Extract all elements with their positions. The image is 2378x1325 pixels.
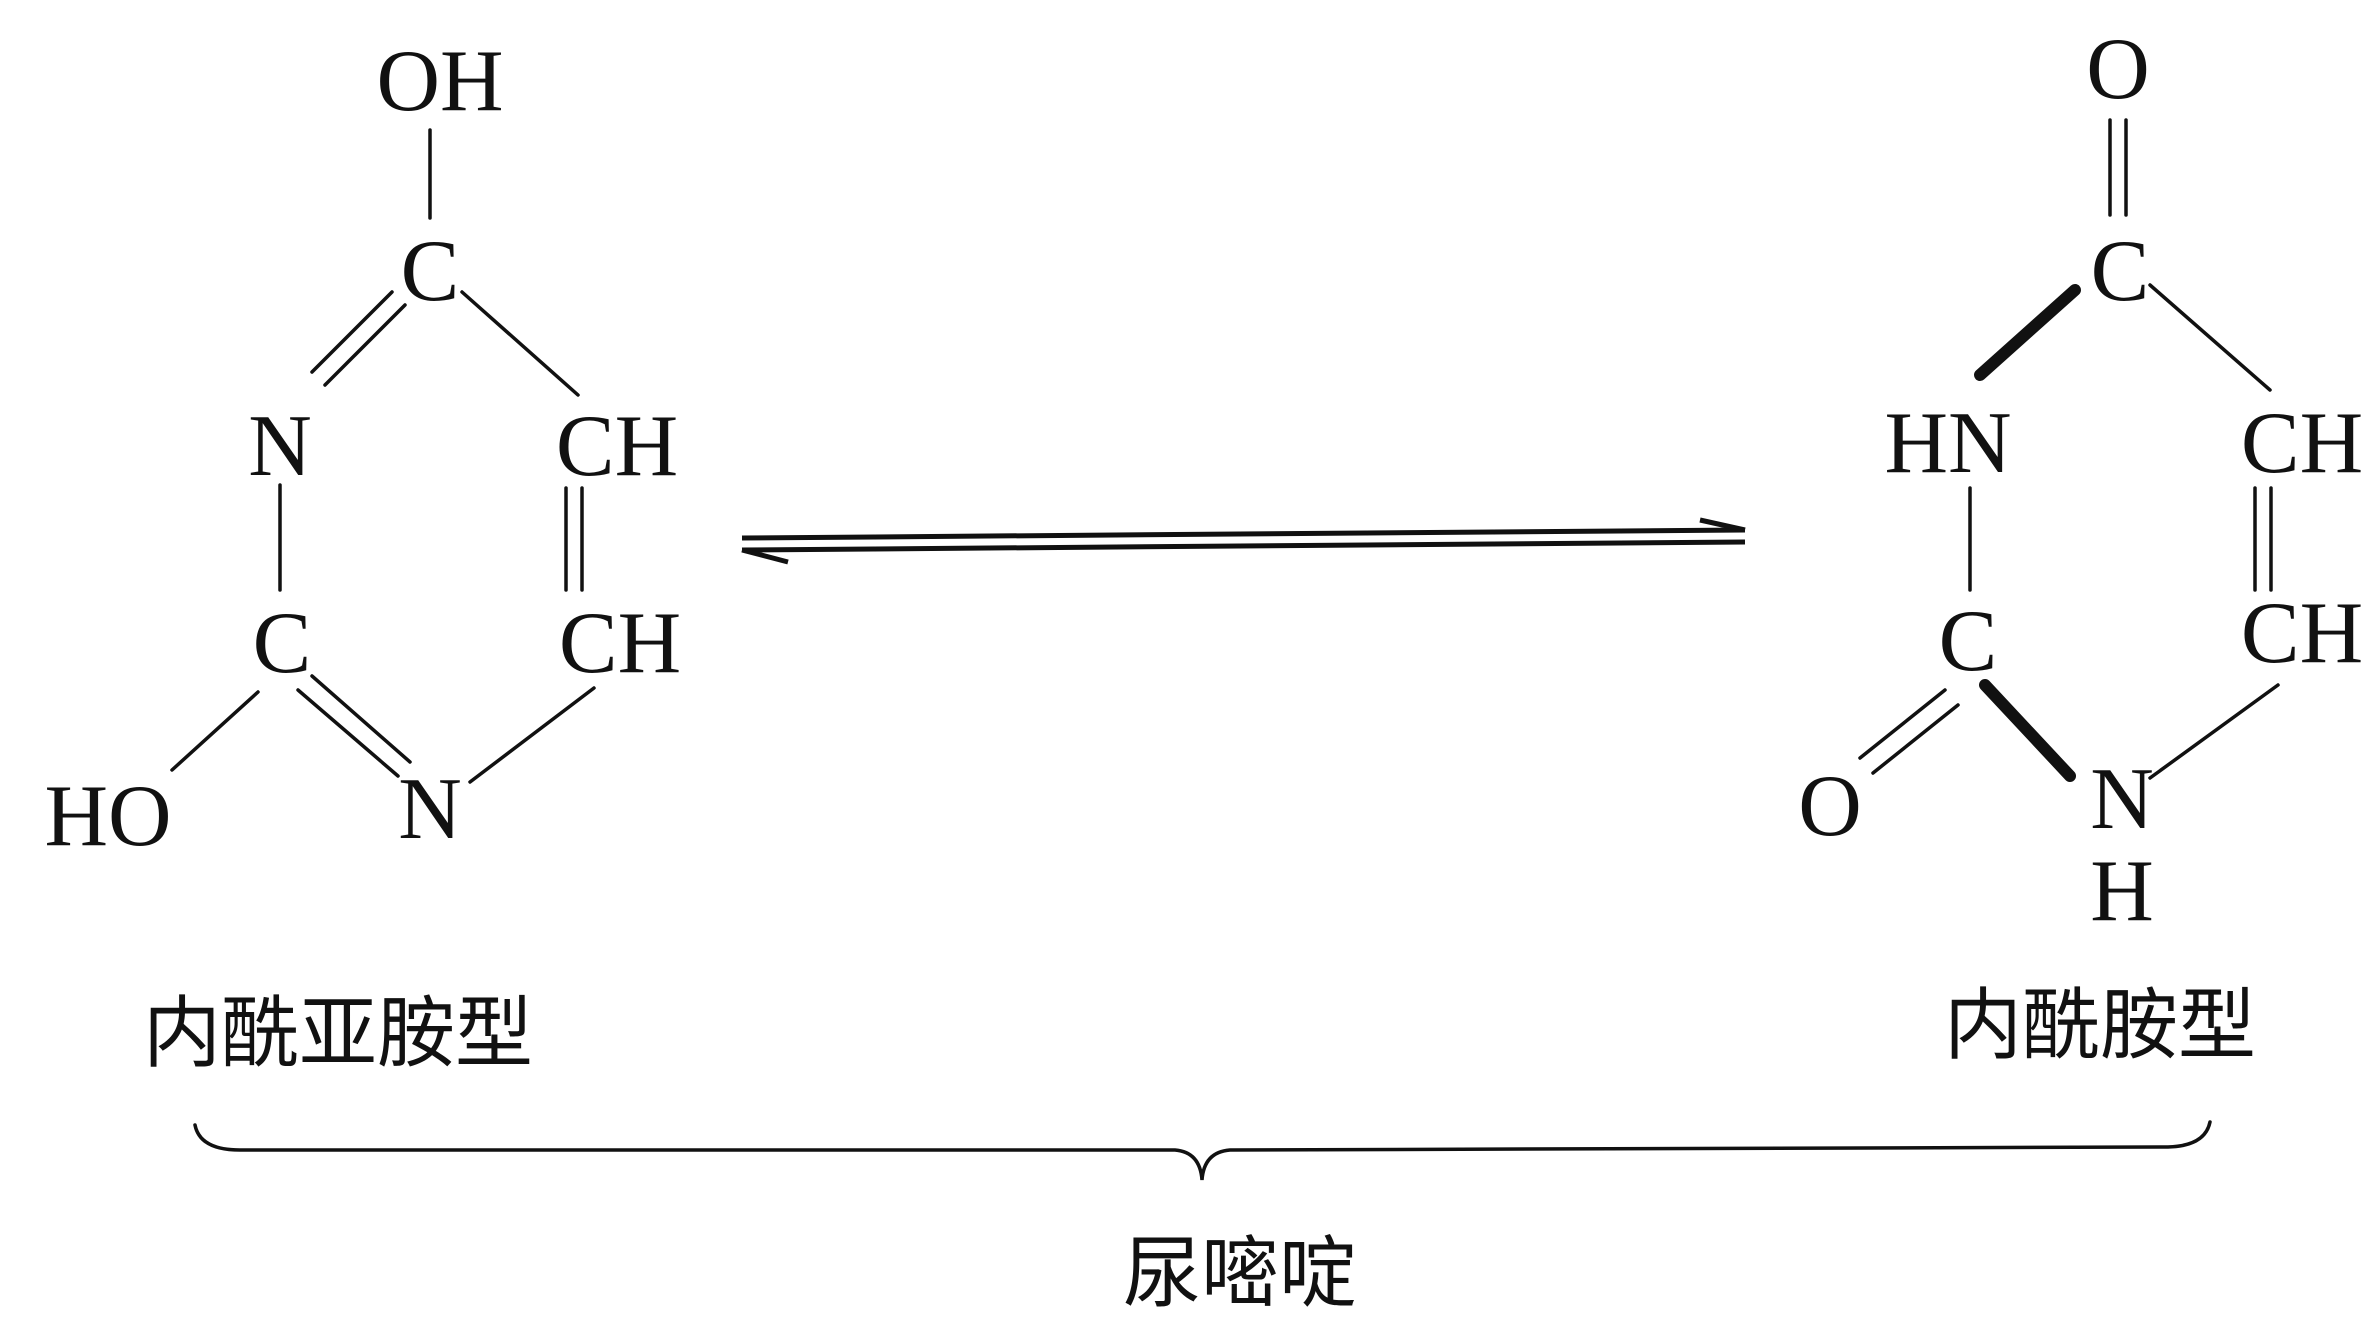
forward-arrow — [741, 527, 1746, 541]
atom-c-bottom: C — [253, 595, 312, 692]
atom-o-bottom: O — [1798, 758, 1862, 855]
left-molecule-label: 内酰亚胺型 — [143, 989, 533, 1079]
atom-c-top: C — [2091, 223, 2150, 320]
reverse-arrow-head — [741, 547, 789, 565]
atom-n-bottom: N — [2090, 751, 2154, 848]
atom-n-left: N — [248, 398, 312, 495]
bond-c-o-double-b — [1871, 703, 1960, 775]
bond-ch-n — [468, 686, 596, 784]
equilibrium-arrows — [741, 517, 1746, 565]
bond-c-hn-bold — [1974, 284, 2081, 381]
grouping-brace — [193, 1120, 2212, 1181]
atom-c-bottom: C — [1939, 593, 1998, 690]
atom-ho-bottom: HO — [44, 768, 171, 865]
atom-ch-right-top: CH — [2241, 395, 2363, 492]
atom-oh-top: OH — [376, 33, 503, 130]
bond-c-n-bold — [1979, 679, 2076, 782]
atom-o-top: O — [2086, 21, 2150, 118]
atom-ch-right-top: CH — [556, 398, 678, 495]
forward-arrow-head — [1699, 517, 1746, 533]
bond-c-n-double-a — [310, 290, 394, 374]
atom-n-bottom: N — [398, 761, 462, 858]
reverse-arrow — [741, 539, 1746, 553]
group-label: 尿嘧啶 — [1123, 1229, 1357, 1319]
atom-ch-right-bottom: CH — [2241, 585, 2363, 682]
atom-ch-right-bottom: CH — [559, 595, 681, 692]
bond-c-o-double-a — [1858, 688, 1947, 760]
atom-c-top: C — [401, 223, 460, 320]
bond-ch-n — [2148, 683, 2280, 780]
bond-c-ch — [460, 290, 580, 397]
atom-hn-left: HN — [1884, 395, 2011, 492]
bond-c-n-double-c — [296, 688, 400, 778]
right-molecule: O C HN CH C CH O N H 内酰胺型 — [1798, 21, 2363, 1071]
bond-c-ch — [2148, 283, 2272, 392]
bond-c-n-double-d — [310, 674, 412, 764]
bond-c-oh — [170, 690, 260, 772]
right-molecule-label: 内酰胺型 — [1944, 981, 2256, 1071]
left-molecule: OH C N CH C CH HO N 内酰亚胺型 — [44, 33, 681, 1079]
bond-c-n-double-b — [323, 303, 407, 387]
atom-n-bottom-h: H — [2090, 843, 2154, 940]
